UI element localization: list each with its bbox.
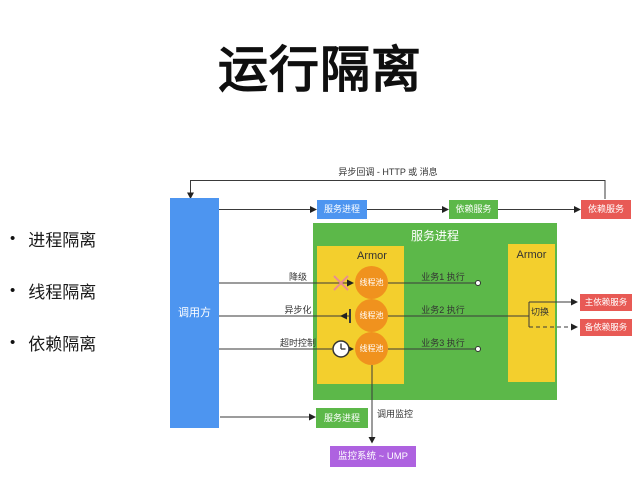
- bullet-icon: •: [10, 230, 16, 247]
- bullet-icon: •: [10, 282, 16, 299]
- bullet-label-process-isolation: 进程隔离: [28, 231, 97, 250]
- backup-dep-service-box: 备依赖服务: [580, 319, 632, 336]
- bullet-label-thread-isolation: 线程隔离: [28, 283, 97, 302]
- bullet-label-dependency-isolation: 依赖隔离: [28, 335, 97, 354]
- dep-service-far-box: 依赖服务: [581, 200, 631, 219]
- armor-left-label: Armor: [357, 250, 387, 262]
- dep-service-box: 依赖服务: [449, 200, 498, 219]
- bullet-icon: •: [10, 334, 16, 351]
- thread-pool-circle: 线程池: [355, 332, 388, 365]
- service-process-bottom-box: 服务进程: [316, 408, 368, 428]
- bullet-list: • 进程隔离 • 线程隔离 • 依赖隔离: [10, 226, 96, 355]
- caller-box: 调用方: [170, 198, 219, 428]
- business3-label: 业务3 执行: [421, 338, 465, 348]
- thread-pool-circle: 线程池: [355, 266, 388, 299]
- service-process-container-title: 服务进程: [410, 229, 459, 243]
- list-item: • 进程隔离: [10, 226, 96, 251]
- degrade-label: 降级: [288, 272, 307, 282]
- async-callback-line: [190, 180, 606, 199]
- business1-label: 业务1 执行: [421, 272, 465, 282]
- armor-right-label: Armor: [516, 249, 547, 261]
- service-process-top-box: 服务进程: [317, 200, 367, 219]
- monitor-call-label: 调用监控: [377, 409, 414, 419]
- thread-pool-circle: 线程池: [355, 299, 388, 332]
- switch-label: 切换: [531, 307, 550, 317]
- page-title: 运行隔离: [218, 42, 422, 98]
- monitor-system-box: 监控系统 ~ UMP: [330, 446, 416, 467]
- armor-right-box: [508, 244, 555, 382]
- timeout-label: 超时控制: [279, 338, 316, 348]
- list-item: • 线程隔离: [10, 278, 96, 303]
- list-item: • 依赖隔离: [10, 330, 96, 355]
- async-callback-label: 异步回调 - HTTP 或 消息: [338, 167, 438, 177]
- business2-label: 业务2 执行: [421, 305, 465, 315]
- asyncify-label: 异步化: [284, 305, 312, 315]
- primary-dep-service-box: 主依赖服务: [580, 294, 632, 311]
